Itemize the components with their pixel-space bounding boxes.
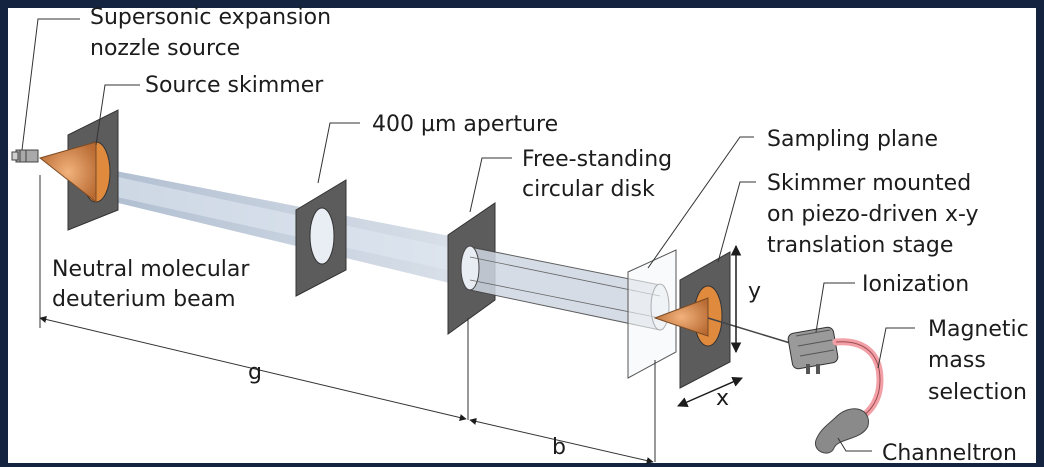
label-beam-line2: deuterium beam — [52, 287, 236, 312]
label-dim-g: g — [248, 360, 262, 385]
label-dim-b: b — [552, 435, 566, 460]
beam-line — [707, 317, 801, 347]
label-sampling-plane: Sampling plane — [767, 127, 938, 152]
label-nozzle-line1: Supersonic expansion — [90, 5, 331, 30]
aperture-plate — [295, 179, 347, 297]
label-ionization: Ionization — [862, 272, 969, 297]
channeltron-detector — [814, 408, 869, 454]
label-skimmer-line3: translation stage — [767, 233, 953, 258]
label-beam-line1: Neutral molecular — [52, 257, 250, 282]
sampling-plane — [627, 249, 677, 379]
label-magnetic-line3: selection — [928, 380, 1027, 405]
label-axis-x: x — [716, 386, 729, 411]
label-disk-line1: Free-standing — [522, 147, 672, 172]
label-magnetic-line2: mass — [928, 348, 986, 373]
label-aperture: 400 µm aperture — [372, 112, 558, 137]
leader-lines — [21, 18, 915, 452]
translation-skimmer — [653, 251, 731, 389]
nozzle-source — [11, 149, 39, 163]
label-channeltron: Channeltron — [882, 441, 1017, 466]
label-nozzle-line2: nozzle source — [90, 36, 240, 61]
label-skimmer-line1: Skimmer mounted — [767, 171, 971, 196]
beam-core — [85, 170, 470, 275]
label-disk-line2: circular disk — [522, 177, 655, 202]
label-skimmer-line2: on piezo-driven x-y — [767, 202, 979, 227]
source-skimmer — [38, 109, 119, 231]
dimension-lines — [39, 175, 656, 465]
axis-x-arrow — [677, 376, 743, 408]
label-axis-y: y — [748, 279, 761, 304]
label-source-skimmer: Source skimmer — [145, 73, 324, 98]
label-magnetic-line1: Magnetic — [928, 317, 1029, 342]
